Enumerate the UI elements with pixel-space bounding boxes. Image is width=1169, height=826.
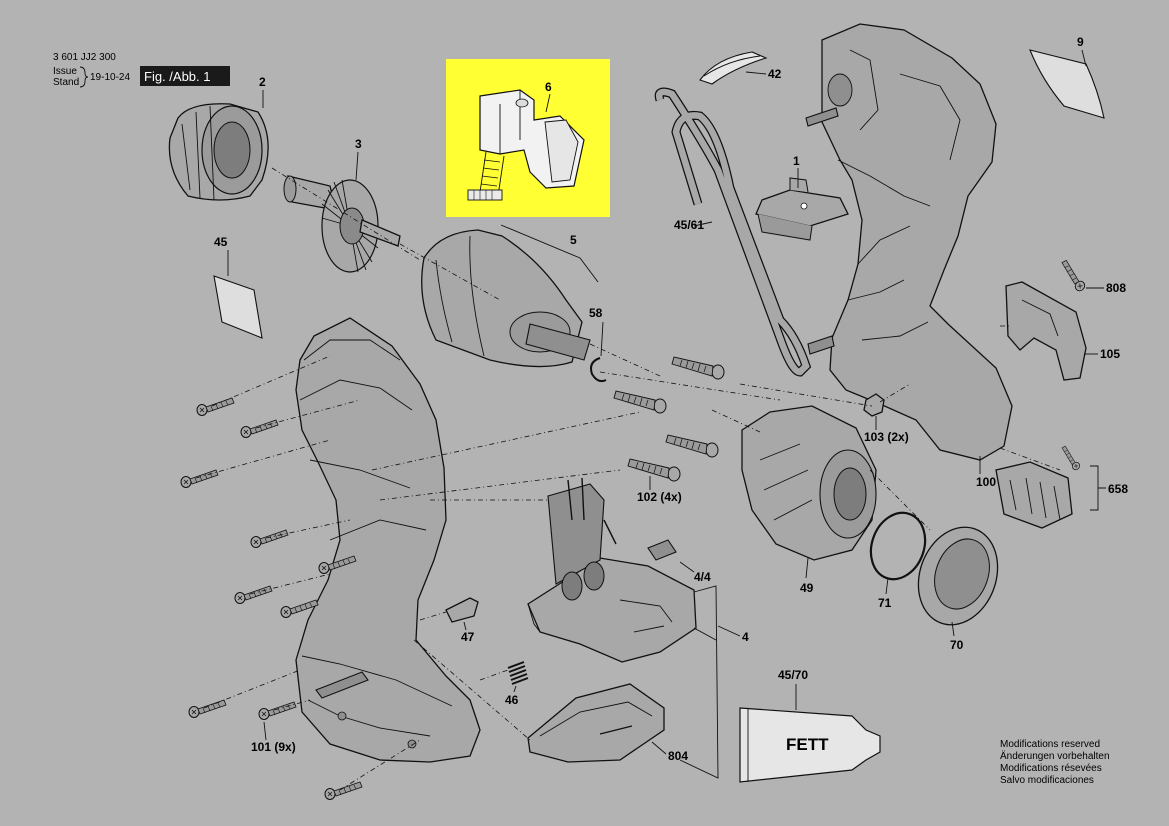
part-808-label[interactable]: 45 bbox=[213, 235, 263, 339]
part-label-3: 3 bbox=[355, 137, 362, 151]
part-label-1: 100 bbox=[976, 475, 996, 489]
part-658[interactable]: 658 bbox=[995, 444, 1128, 529]
part-9[interactable]: 9 bbox=[1029, 35, 1105, 119]
header-date: 19-10-24 bbox=[90, 72, 130, 83]
part-label-804: 804 bbox=[668, 749, 688, 763]
part-label-46: 46 bbox=[505, 693, 519, 707]
part-label-4-4: 4/4 bbox=[694, 570, 711, 584]
part-label-70: 70 bbox=[950, 638, 964, 652]
part-label-49: 49 bbox=[800, 581, 814, 595]
part-label-58: 45/61 bbox=[674, 218, 704, 232]
part-101-left-housing[interactable] bbox=[295, 317, 481, 763]
part-label-71: 71 bbox=[878, 596, 892, 610]
modifications-line-es: Salvo modificaciones bbox=[1000, 775, 1094, 786]
part-58-belt-clip[interactable]: 45/61 bbox=[654, 87, 812, 377]
modifications-line-de: Änderungen vorbehalten bbox=[1000, 751, 1110, 762]
part-46-spring[interactable]: 46 bbox=[505, 661, 529, 707]
part-45-gear-housing[interactable]: 5 58 bbox=[421, 224, 607, 383]
part-label-658: 658 bbox=[1108, 482, 1128, 496]
part-label-100: 105 bbox=[1100, 347, 1120, 361]
part-71-ring[interactable]: 71 bbox=[862, 505, 934, 610]
part-label-45-70: 45/70 bbox=[778, 668, 808, 682]
part-3-rotor[interactable]: 3 bbox=[283, 137, 401, 273]
part-label-47: 47 bbox=[461, 630, 475, 644]
part-label-6: 6 bbox=[545, 80, 552, 94]
part-label-42: 42 bbox=[768, 67, 782, 81]
part-103-nut[interactable]: 103 (2x) bbox=[863, 393, 909, 444]
part-42[interactable]: 42 bbox=[699, 51, 782, 85]
part-47[interactable]: 47 bbox=[445, 597, 479, 644]
part-label-4: 4 bbox=[742, 630, 749, 644]
part-70-collar[interactable]: 70 bbox=[905, 516, 1011, 652]
part-105-screw[interactable]: 808 bbox=[1054, 258, 1127, 295]
part-804[interactable]: 804 bbox=[527, 683, 688, 763]
part-label-105: 808 bbox=[1106, 281, 1126, 295]
modifications-line-fr: Modifications résevées bbox=[1000, 763, 1102, 774]
stand-label: Stand bbox=[53, 77, 79, 88]
fig-label: Fig. /Abb. 1 bbox=[144, 69, 210, 84]
part-label-103: 103 (2x) bbox=[864, 430, 909, 444]
part-101-screws[interactable]: 101 (9x) bbox=[180, 397, 363, 800]
part-label-808: 45 bbox=[214, 235, 228, 249]
header-brace bbox=[79, 66, 89, 88]
modifications-notice: Modifications reserved Änderungen vorbeh… bbox=[1000, 739, 1110, 787]
part-label-9: 9 bbox=[1077, 35, 1084, 49]
doc-number: 3 601 JJ2 300 bbox=[53, 52, 116, 63]
part-4-electronics[interactable]: 4/4 4 bbox=[527, 477, 749, 779]
part-45-70-grease[interactable]: 45/70 FETT bbox=[739, 668, 881, 783]
issue-label: Issue bbox=[53, 66, 77, 77]
fett-label: FETT bbox=[786, 735, 829, 754]
assembly-lines bbox=[195, 167, 1061, 791]
header: 3 601 JJ2 300 Issue Stand 19-10-24 Fig. … bbox=[53, 52, 230, 88]
part-label-2: 2 bbox=[259, 75, 266, 89]
part-2-stator[interactable]: 2 bbox=[168, 75, 269, 201]
fig-label-box bbox=[140, 66, 230, 86]
part-label-5: 1 bbox=[793, 154, 800, 168]
part-49-nose-cap[interactable]: 49 bbox=[741, 405, 877, 595]
part-5[interactable]: 1 bbox=[755, 154, 849, 241]
modifications-line-en: Modifications reserved bbox=[1000, 739, 1101, 750]
part-1-right-housing[interactable]: 100 bbox=[805, 23, 1013, 489]
part-label-102: 102 (4x) bbox=[637, 490, 682, 504]
part-label-45-61: 58 bbox=[589, 306, 603, 320]
part-label-45: 5 bbox=[570, 233, 577, 247]
part-label-101: 101 (9x) bbox=[251, 740, 296, 754]
part-102-screws[interactable]: 102 (4x) bbox=[613, 356, 725, 504]
part-100[interactable]: 105 bbox=[1005, 281, 1120, 381]
part-6-highlight[interactable]: 6 bbox=[446, 59, 610, 217]
